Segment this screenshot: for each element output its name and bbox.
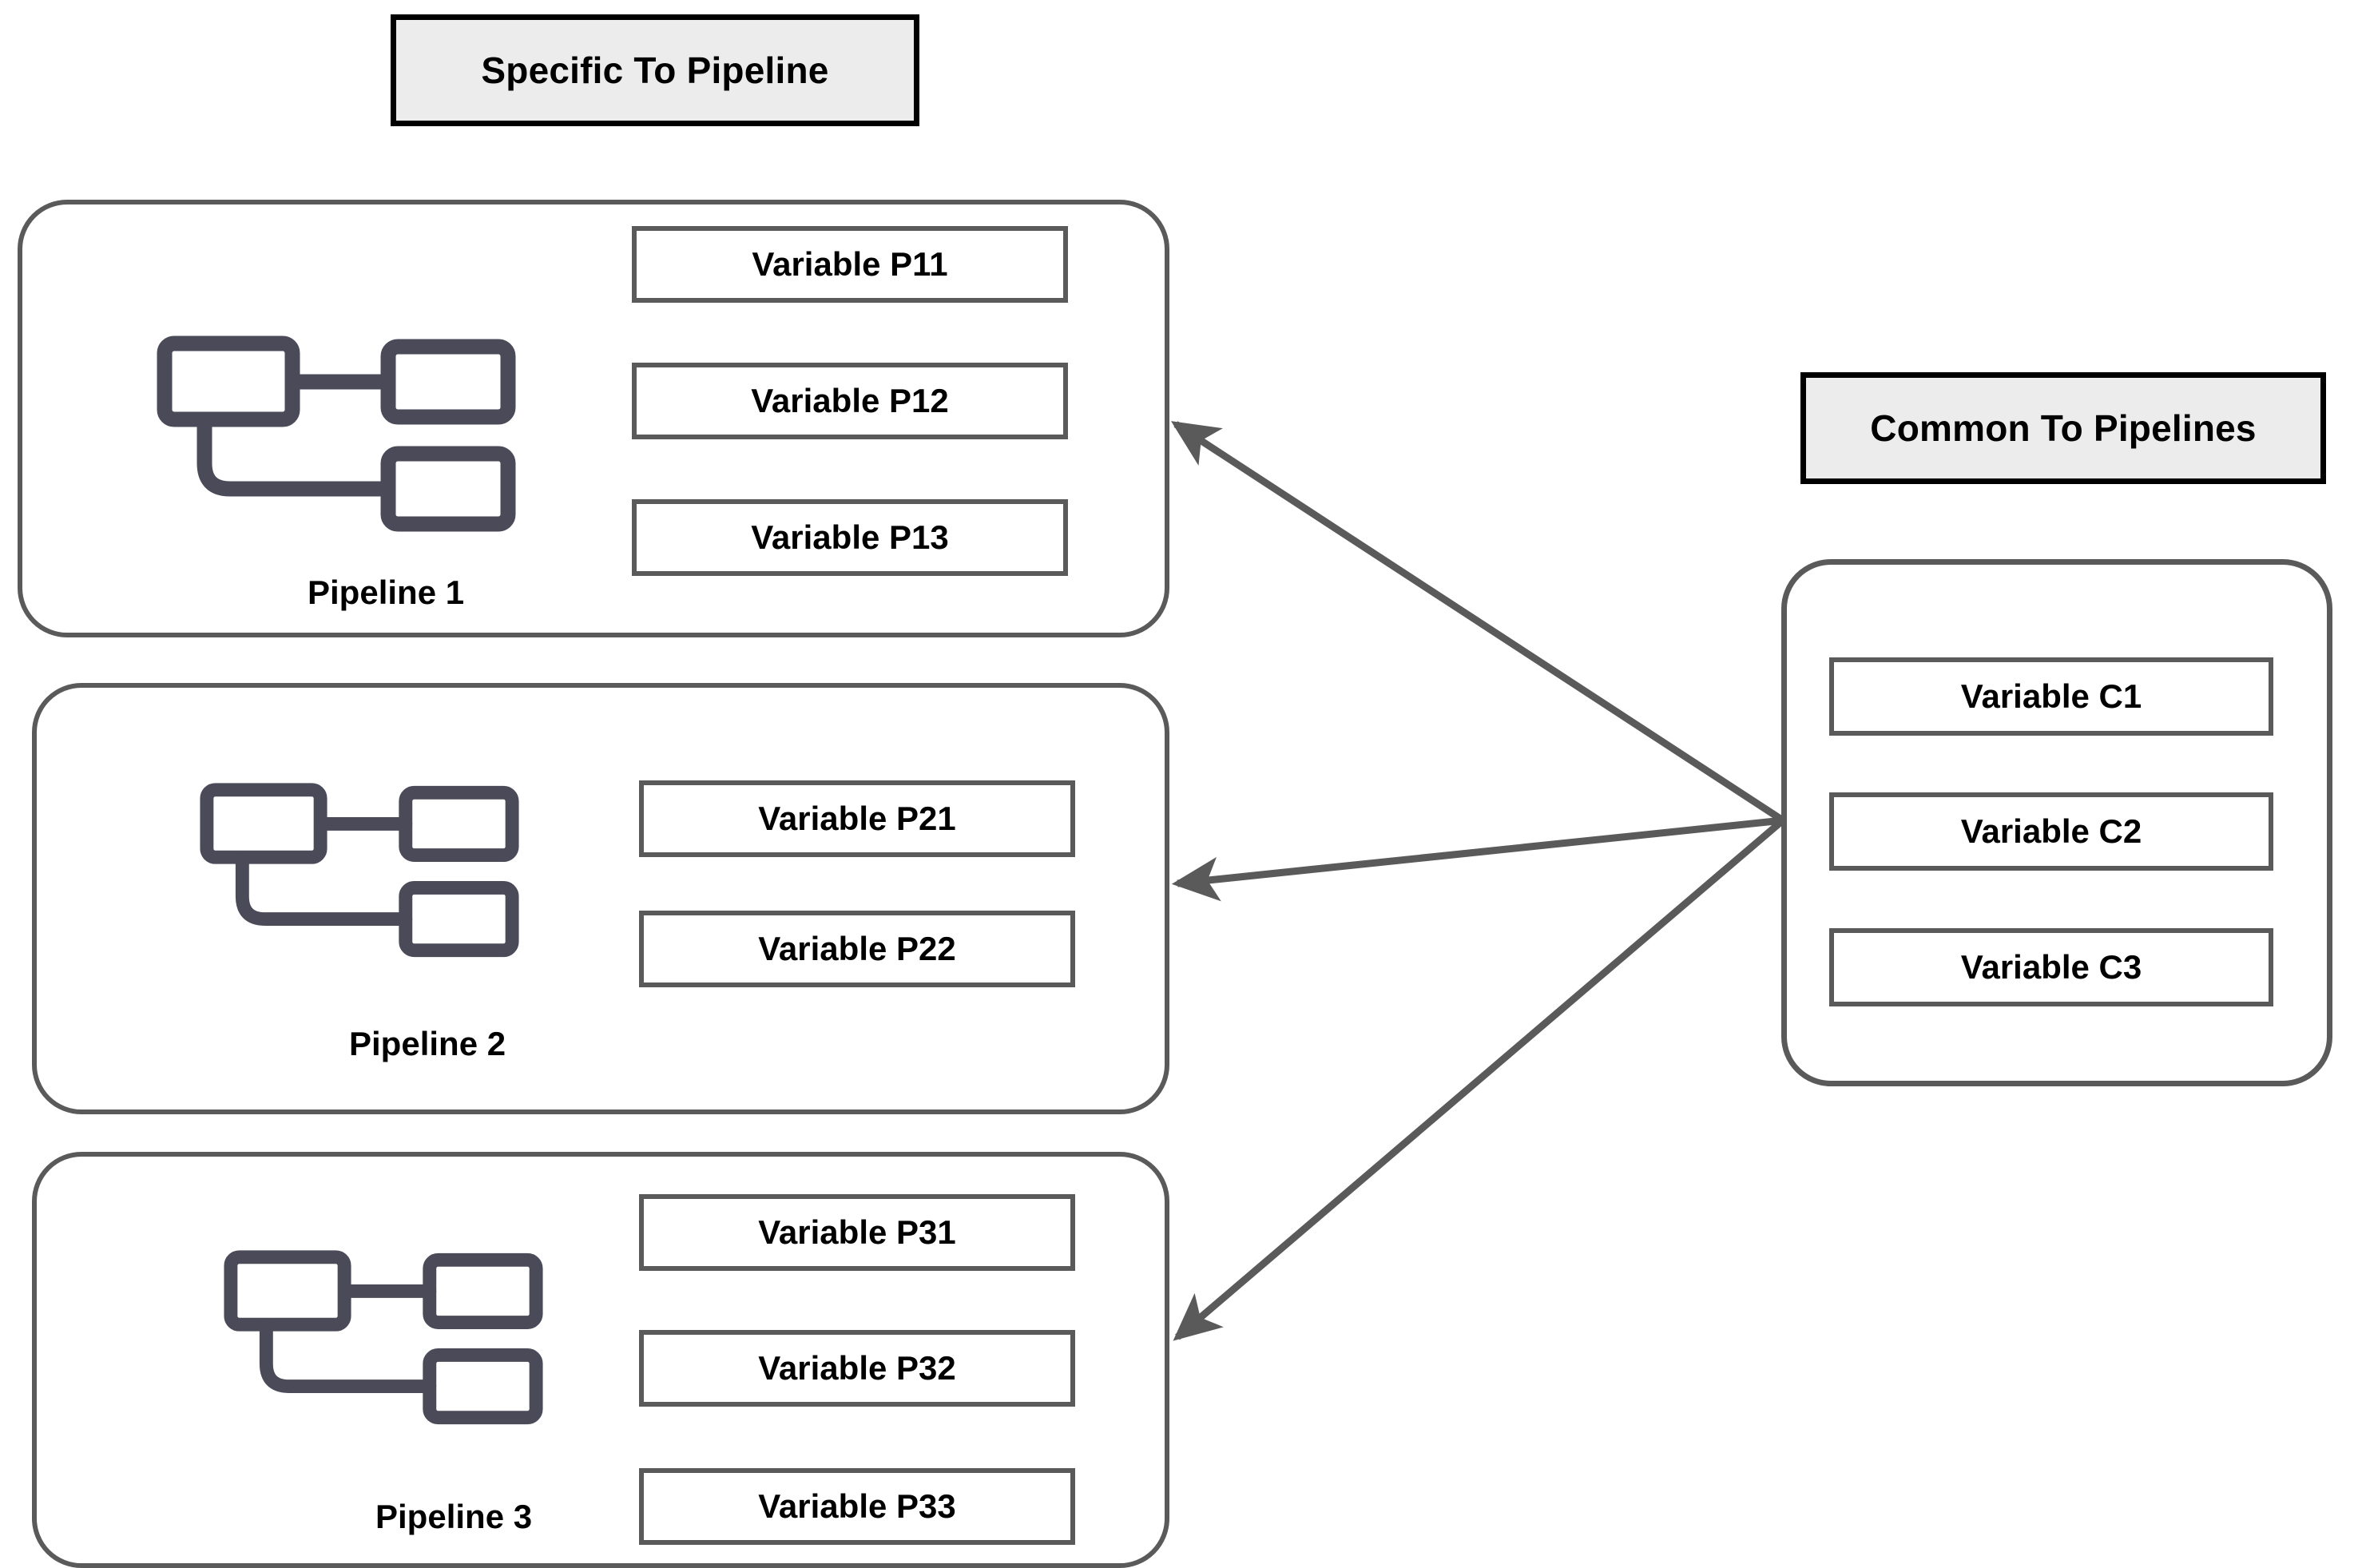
header-specific-label: Specific To Pipeline <box>481 50 829 91</box>
variable-box-p32[interactable]: Variable P32 <box>639 1330 1075 1407</box>
header-common-label: Common To Pipelines <box>1870 407 2257 449</box>
variable-label-c2: Variable C2 <box>1960 812 2142 850</box>
variable-label-p32: Variable P32 <box>758 1349 956 1387</box>
variable-label-c3: Variable C3 <box>1960 948 2142 986</box>
arrow-common-to-pipeline-2 <box>1171 816 1784 902</box>
variable-label-p21: Variable P21 <box>758 800 956 837</box>
variable-label-c1: Variable C1 <box>1960 677 2142 715</box>
variable-label-p22: Variable P22 <box>758 930 956 967</box>
pipeline-label-3: Pipeline 3 <box>375 1498 533 1535</box>
pipeline-label-2: Pipeline 2 <box>349 1025 506 1062</box>
variable-label-p13: Variable P13 <box>751 518 949 556</box>
variable-box-p33[interactable]: Variable P33 <box>639 1468 1075 1545</box>
variable-label-p11: Variable P11 <box>752 245 948 283</box>
variable-box-p21[interactable]: Variable P21 <box>639 780 1075 857</box>
pipeline-card-2[interactable] <box>32 683 1169 1114</box>
variable-label-p31: Variable P31 <box>758 1213 956 1251</box>
variable-label-p12: Variable P12 <box>751 382 949 419</box>
pipeline-label-1: Pipeline 1 <box>308 574 465 611</box>
variable-box-p31[interactable]: Variable P31 <box>639 1194 1075 1271</box>
variable-box-p13[interactable]: Variable P13 <box>632 499 1068 576</box>
variable-box-p11[interactable]: Variable P11 <box>632 226 1068 303</box>
variable-box-c3[interactable]: Variable C3 <box>1829 928 2273 1006</box>
variable-label-p33: Variable P33 <box>758 1487 956 1525</box>
variable-box-p12[interactable]: Variable P12 <box>632 363 1068 439</box>
header-specific-to-pipeline: Specific To Pipeline <box>391 14 919 126</box>
pipeline-flow-icon-2 <box>200 783 519 958</box>
variable-box-c2[interactable]: Variable C2 <box>1829 792 2273 871</box>
arrow-common-to-pipeline-1 <box>1170 421 1785 824</box>
arrow-common-to-pipeline-3 <box>1173 817 1785 1341</box>
header-common-to-pipelines: Common To Pipelines <box>1800 372 2326 484</box>
variable-box-p22[interactable]: Variable P22 <box>639 911 1075 987</box>
variable-box-c1[interactable]: Variable C1 <box>1829 657 2273 736</box>
pipeline-flow-icon-1 <box>157 335 516 532</box>
pipeline-flow-icon-3 <box>224 1250 543 1425</box>
